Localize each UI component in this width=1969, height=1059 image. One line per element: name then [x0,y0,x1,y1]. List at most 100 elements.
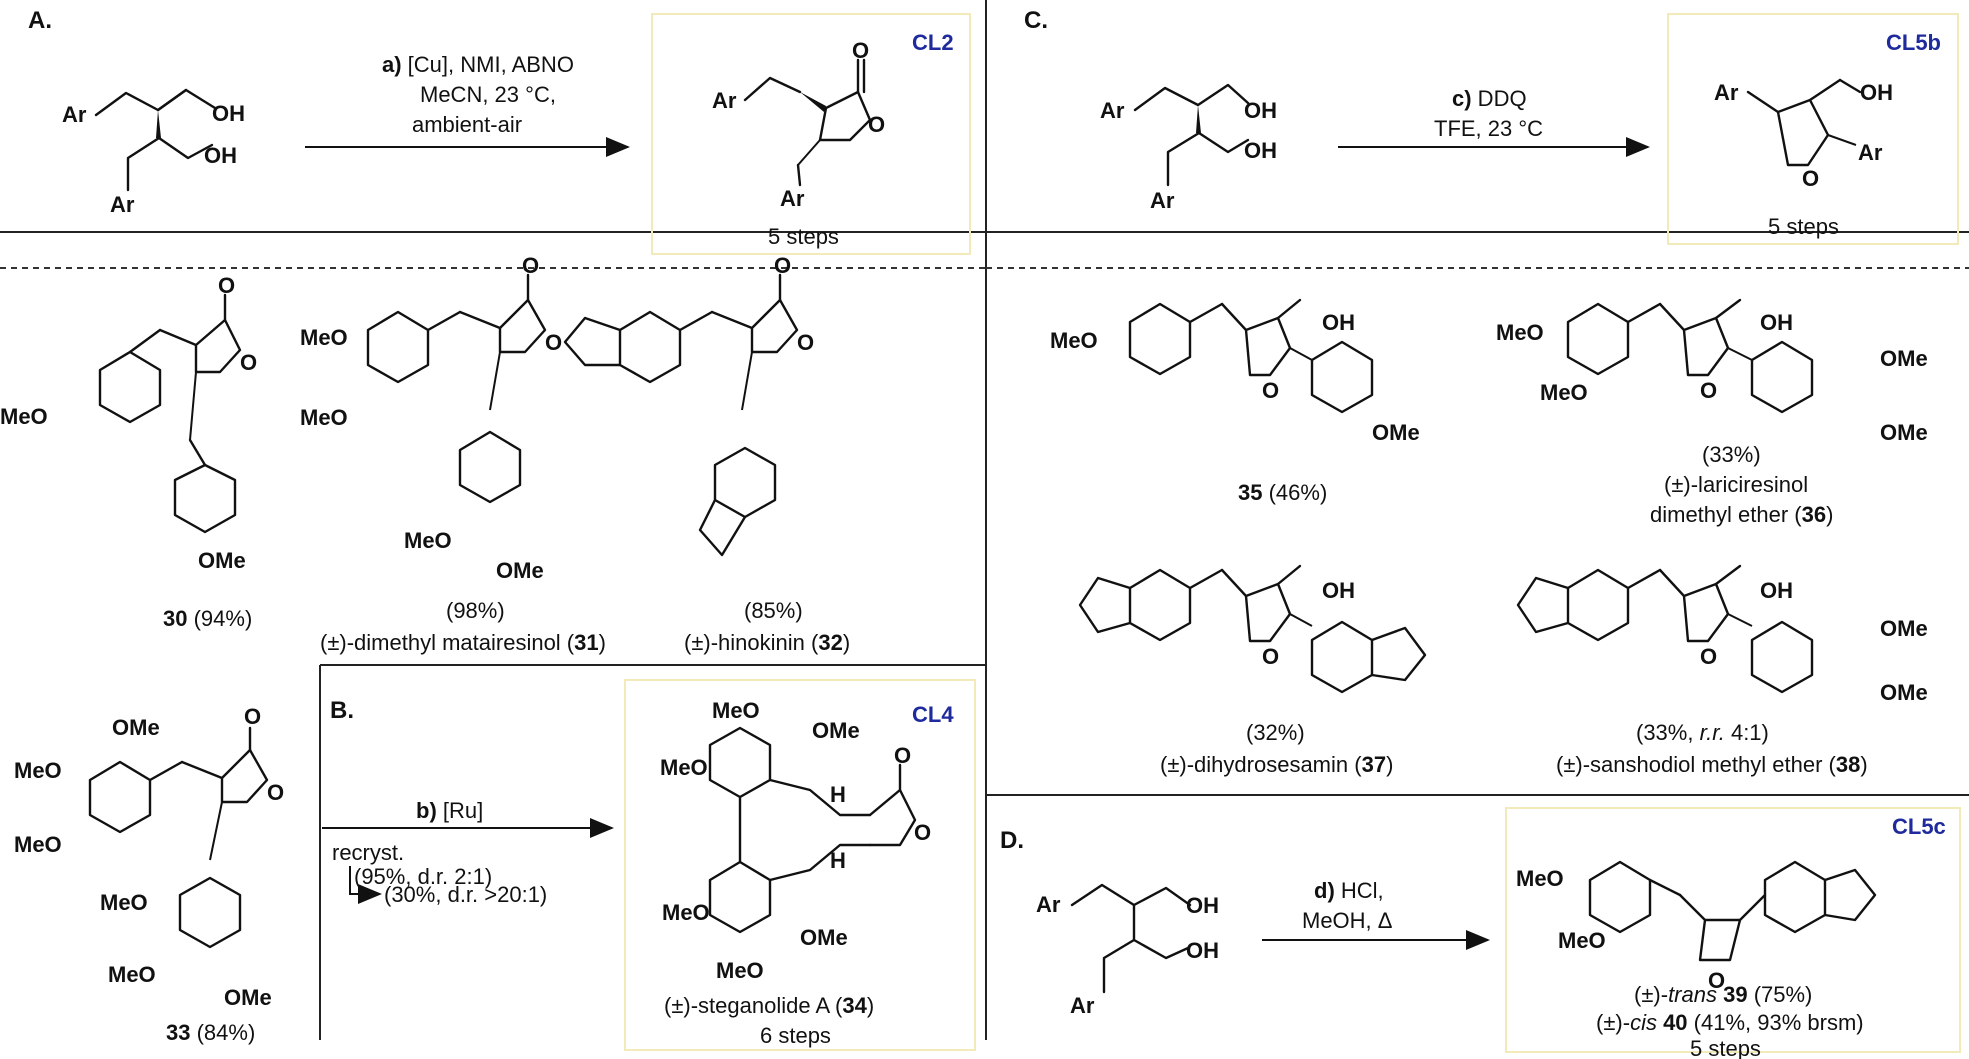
section-b-label: B. [330,697,354,724]
svg-text:c) DDQ: c) DDQ [1452,86,1527,111]
svg-text:6 steps: 6 steps [760,1023,831,1048]
svg-text:O: O [218,273,235,298]
svg-text:(98%): (98%) [446,598,505,623]
section-c-label: C. [1024,7,1048,34]
svg-text:Ar: Ar [1714,80,1739,105]
svg-text:Ar: Ar [780,186,805,211]
svg-text:H: H [830,782,846,807]
code-cl5c: CL5c [1892,814,1946,839]
svg-text:OMe: OMe [224,985,272,1010]
svg-text:(33%, r.r. 4:1): (33%, r.r. 4:1) [1636,720,1769,745]
svg-text:30 (94%): 30 (94%) [163,606,252,631]
svg-text:OH: OH [1244,138,1277,163]
compound-33: O O OMe MeO MeO MeO MeO OMe 33 (84%) [14,704,284,1045]
svg-text:(30%, d.r. >20:1): (30%, d.r. >20:1) [384,882,547,907]
svg-text:OMe: OMe [112,715,160,740]
svg-text:MeO: MeO [300,325,348,350]
svg-text:OMe: OMe [496,558,544,583]
svg-text:OMe: OMe [1880,616,1928,641]
section-d-label: D. [1000,827,1024,854]
svg-text:dimethyl ether (36): dimethyl ether (36) [1650,502,1833,527]
svg-text:recryst.: recryst. [332,840,404,865]
svg-text:MeO: MeO [0,404,48,429]
svg-text:TFE, 23 °C: TFE, 23 °C [1434,116,1543,141]
svg-text:OMe: OMe [812,718,860,743]
svg-text:OMe: OMe [1372,420,1420,445]
svg-text:O: O [545,330,562,355]
svg-text:O: O [868,112,885,137]
svg-text:OH: OH [212,101,245,126]
section-a-label: A. [28,7,52,34]
svg-text:OH: OH [1760,310,1793,335]
svg-text:MeO: MeO [1516,866,1564,891]
code-cl4: CL4 [912,702,954,727]
svg-text:H: H [830,848,846,873]
svg-text:OH: OH [1760,578,1793,603]
svg-text:O: O [1708,968,1725,993]
svg-text:(±)-trans 39 (75%): (±)-trans 39 (75%) [1634,982,1812,1007]
compound-36: MeO MeO OH O OMe OMe (33%) (±)-laricires… [1496,298,1928,527]
svg-text:Ar: Ar [110,192,135,217]
code-cl5b: CL5b [1886,30,1941,55]
svg-text:OH: OH [1322,578,1355,603]
diol-starting-material-a: Ar OH OH Ar [62,88,245,217]
reaction-c-conditions: c) DDQ TFE, 23 °C [1338,86,1650,157]
svg-text:OMe: OMe [1880,680,1928,705]
svg-text:OMe: OMe [198,548,246,573]
reaction-d-conditions: d) HCl, MeOH, Δ [1262,878,1490,950]
thf-product-d: MeO MeO O (±)-trans 39 (75%) (±)-cis 40 … [1516,860,1877,1059]
reaction-a-conditions: a) [Cu], NMI, ABNO MeCN, 23 °C, ambient-… [305,52,630,157]
svg-text:Ar: Ar [62,102,87,127]
svg-text:O: O [797,330,814,355]
svg-text:MeO: MeO [1050,328,1098,353]
svg-text:O: O [1802,166,1819,191]
product-box-cl2 [651,13,971,255]
svg-text:(33%): (33%) [1702,442,1761,467]
compound-30: O O MeO OMe 30 (94%) [0,273,257,631]
svg-text:OMe: OMe [800,925,848,950]
svg-text:a) [Cu], NMI, ABNO: a) [Cu], NMI, ABNO [382,52,574,77]
svg-text:Ar: Ar [712,88,737,113]
svg-text:MeO: MeO [660,755,708,780]
svg-text:Ar: Ar [1100,98,1125,123]
svg-text:OH: OH [1244,98,1277,123]
svg-text:ambient-air: ambient-air [412,112,522,137]
svg-text:O: O [894,743,911,768]
svg-text:O: O [1262,378,1279,403]
thf-product-c: Ar OH O Ar 5 steps [1714,78,1893,239]
svg-text:(±)-lariciresinol: (±)-lariciresinol [1664,472,1808,497]
svg-text:OH: OH [1186,938,1219,963]
svg-text:O: O [522,253,539,278]
svg-text:(±)-hinokinin (32): (±)-hinokinin (32) [684,630,850,655]
lactone-product-a: Ar O O Ar 5 steps [712,38,885,249]
svg-text:5 steps: 5 steps [1690,1036,1761,1059]
svg-text:MeO: MeO [14,758,62,783]
svg-text:MeCN, 23 °C,: MeCN, 23 °C, [420,82,556,107]
svg-text:OH: OH [1860,80,1893,105]
svg-text:O: O [267,780,284,805]
compound-31: O O MeO MeO MeO OMe (98%) (±)-dimethyl m… [300,253,606,655]
svg-text:MeO: MeO [716,958,764,983]
svg-text:MeO: MeO [1558,928,1606,953]
svg-text:O: O [1700,378,1717,403]
svg-text:MeO: MeO [1496,320,1544,345]
svg-text:Ar: Ar [1036,892,1061,917]
compound-35: MeO OH O OMe 35 (46%) [1050,298,1420,505]
svg-text:MeO: MeO [404,528,452,553]
svg-text:MeO: MeO [108,962,156,987]
svg-text:OMe: OMe [1880,420,1928,445]
svg-text:MeO: MeO [712,698,760,723]
code-cl2: CL2 [912,30,954,55]
svg-text:(95%, d.r. 2:1): (95%, d.r. 2:1) [354,864,492,889]
svg-text:MeO: MeO [14,832,62,857]
svg-text:OH: OH [204,143,237,168]
svg-text:MeO: MeO [100,890,148,915]
svg-text:5 steps: 5 steps [768,224,839,249]
svg-text:Ar: Ar [1070,993,1095,1018]
svg-text:(±)-dihydrosesamin (37): (±)-dihydrosesamin (37) [1160,752,1393,777]
svg-text:O: O [240,350,257,375]
svg-text:MeOH, Δ: MeOH, Δ [1302,908,1393,933]
svg-text:O: O [914,820,931,845]
svg-text:MeO: MeO [1540,380,1588,405]
